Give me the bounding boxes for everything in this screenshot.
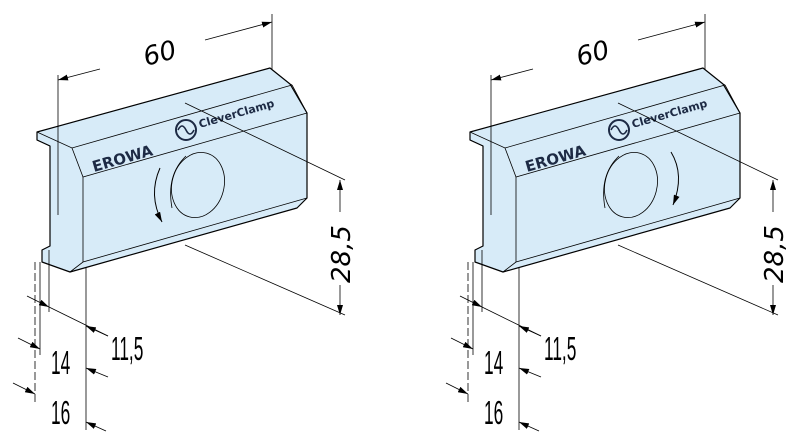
bore-hole xyxy=(603,152,658,218)
dimension-offsets: 11,5 14 16 xyxy=(12,250,143,432)
dim-11-5-label: 11,5 xyxy=(111,330,143,368)
clamp-part xyxy=(36,67,308,273)
bore-hole xyxy=(170,152,225,218)
dim-height-label: 28,5 xyxy=(327,225,357,283)
dim-14-label: 14 xyxy=(51,344,70,382)
rotation-arrow-icon xyxy=(670,151,680,206)
dimension-height: 28,5 xyxy=(617,102,790,316)
clamp-view-2: EROWA CleverClamp 60 28,5 11,5 14 16 xyxy=(445,14,790,432)
dim-16-label: 16 xyxy=(51,394,70,432)
dim-11-5-label: 11,5 xyxy=(544,330,576,368)
dim-height-label: 28,5 xyxy=(760,225,790,283)
clamp-view-1: EROWA CleverClamp 60 28,5 11,5 14 16 xyxy=(12,14,357,432)
dim-length-label: 60 xyxy=(573,35,613,73)
dim-14-label: 14 xyxy=(484,344,503,382)
rotation-arrow-icon xyxy=(154,167,163,223)
dim-length-label: 60 xyxy=(140,35,180,73)
dimension-height: 28,5 xyxy=(184,102,357,316)
dim-16-label: 16 xyxy=(484,394,503,432)
dimension-offsets: 11,5 14 16 xyxy=(445,250,576,432)
clamp-part xyxy=(469,67,741,273)
